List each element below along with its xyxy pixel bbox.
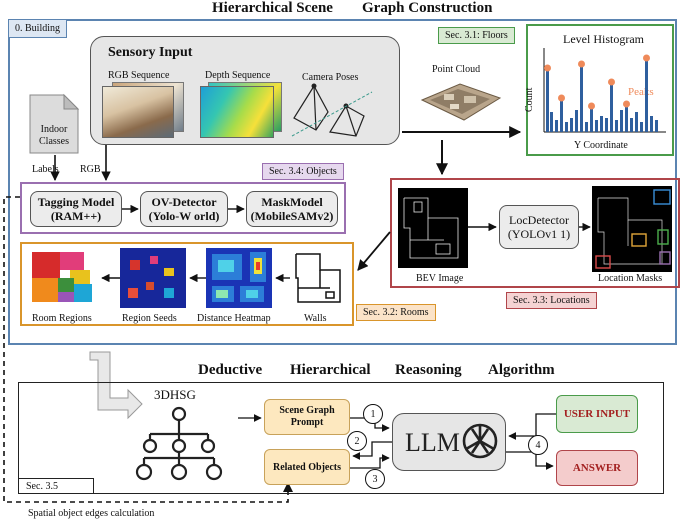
camera-poses-icon	[291, 83, 373, 137]
rgb-text: RGB	[80, 164, 101, 175]
histogram-title: Level Histogram	[563, 32, 644, 46]
room-regions-image	[28, 248, 98, 308]
labels-text: Labels	[32, 164, 59, 175]
rgb-sequence-label: RGB Sequence	[108, 70, 170, 81]
user-input-label: USER INPUT	[563, 408, 631, 420]
room-regions-label: Room Regions	[32, 313, 92, 324]
depth-sequence-label: Depth Sequence	[205, 70, 271, 81]
answer-label: ANSWER	[572, 462, 622, 474]
floors-box	[526, 24, 674, 156]
title-graph-construction: Graph Construction	[362, 0, 493, 16]
walls-image	[290, 248, 346, 308]
reasoning-frame	[18, 382, 664, 494]
reasoning-word-4: Algorithm	[488, 362, 555, 378]
region-seeds-image	[120, 248, 186, 308]
scene-graph-prompt-box: Scene Graph Prompt	[264, 399, 350, 435]
related-objects-label: Related Objects	[272, 461, 342, 473]
scene-graph-tree-icon	[135, 406, 223, 481]
loc-detector-box: LocDetector (YOLOv1 1)	[499, 205, 579, 249]
mask-model-line2: (MobileSAMv2)	[250, 209, 334, 223]
ov-detector-line1: OV-Detector	[151, 195, 217, 209]
bev-image-label: BEV Image	[416, 273, 464, 284]
tagging-model-line1: Tagging Model	[37, 195, 115, 209]
related-objects-box: Related Objects	[264, 449, 350, 485]
sec-35-tag	[18, 478, 94, 494]
step-4-label: 4	[535, 439, 541, 451]
locations-tag: Sec. 3.3: Locations	[506, 292, 597, 309]
step-2-badge: 2	[347, 431, 367, 451]
location-masks-label: Location Masks	[598, 273, 663, 284]
rooms-box	[20, 242, 354, 326]
walls-label: Walls	[304, 313, 327, 324]
objects-tag: Sec. 3.4: Objects	[262, 163, 344, 180]
step-3-label: 3	[372, 473, 378, 485]
step-1-label: 1	[370, 408, 376, 420]
user-input-box: USER INPUT	[556, 395, 638, 433]
llm-box	[392, 413, 506, 471]
building-frame	[8, 19, 677, 345]
level-histogram-chart	[543, 48, 666, 133]
openai-logo-icon	[462, 423, 498, 459]
tagging-model-box: Tagging Model (RAM++)	[30, 191, 122, 227]
histogram-xlabel: Y Coordinate	[574, 140, 628, 151]
graph-3dhsg-label: 3DHSG	[154, 387, 196, 402]
point-cloud-label: Point Cloud	[432, 64, 481, 75]
mask-model-box: MaskModel (MobileSAMv2)	[246, 191, 338, 227]
region-seeds-label: Region Seeds	[122, 313, 177, 324]
scene-graph-prompt-line1: Scene Graph	[279, 405, 335, 416]
objects-box	[20, 182, 346, 234]
ov-detector-line2: (Yolo-W orld)	[148, 209, 220, 223]
loc-detector-line1: LocDetector	[509, 213, 569, 227]
distance-heatmap-label: Distance Heatmap	[197, 313, 271, 324]
sensory-title: Sensory Input	[108, 45, 193, 60]
locations-box	[390, 178, 680, 288]
depth-image-front	[200, 86, 274, 138]
step-4-badge: 4	[528, 435, 548, 455]
mask-model-line1: MaskModel	[261, 195, 323, 209]
indoor-classes-document-icon	[29, 93, 80, 154]
floors-tag: Sec. 3.1: Floors	[438, 27, 515, 44]
answer-box: ANSWER	[556, 450, 638, 486]
rooms-tag: Sec. 3.2: Rooms	[356, 304, 436, 321]
reasoning-word-3: Reasoning	[395, 362, 462, 378]
llm-label: LLM	[405, 428, 460, 457]
step-3-badge: 3	[365, 469, 385, 489]
location-masks-boxes	[595, 189, 671, 269]
rgb-image-front	[102, 86, 174, 138]
step-1-badge: 1	[363, 404, 383, 424]
scene-graph-prompt-line2: Prompt	[290, 417, 324, 428]
point-cloud-image	[420, 83, 502, 121]
indoor-classes-label: Indoor Classes	[39, 124, 69, 147]
title-scene: Hierarchical Scene	[212, 0, 333, 16]
spatial-edges-caption: Spatial object edges calculation	[28, 508, 155, 519]
building-label: 0. Building	[8, 19, 68, 38]
step-2-label: 2	[354, 435, 360, 447]
location-masks-image	[592, 186, 672, 272]
sec-35-label: Sec. 3.5	[26, 481, 58, 492]
camera-poses-label: Camera Poses	[302, 72, 359, 83]
reasoning-word-1: Deductive	[198, 362, 263, 378]
bev-floorplan-lines	[403, 197, 459, 259]
ov-detector-box: OV-Detector (Yolo-W orld)	[140, 191, 228, 227]
reasoning-word-2: Hierarchical	[290, 362, 371, 378]
tagging-model-line2: (RAM++)	[50, 209, 102, 223]
loc-detector-line2: (YOLOv1 1)	[507, 227, 571, 241]
bev-image	[398, 188, 468, 268]
distance-heatmap-image	[206, 248, 272, 308]
